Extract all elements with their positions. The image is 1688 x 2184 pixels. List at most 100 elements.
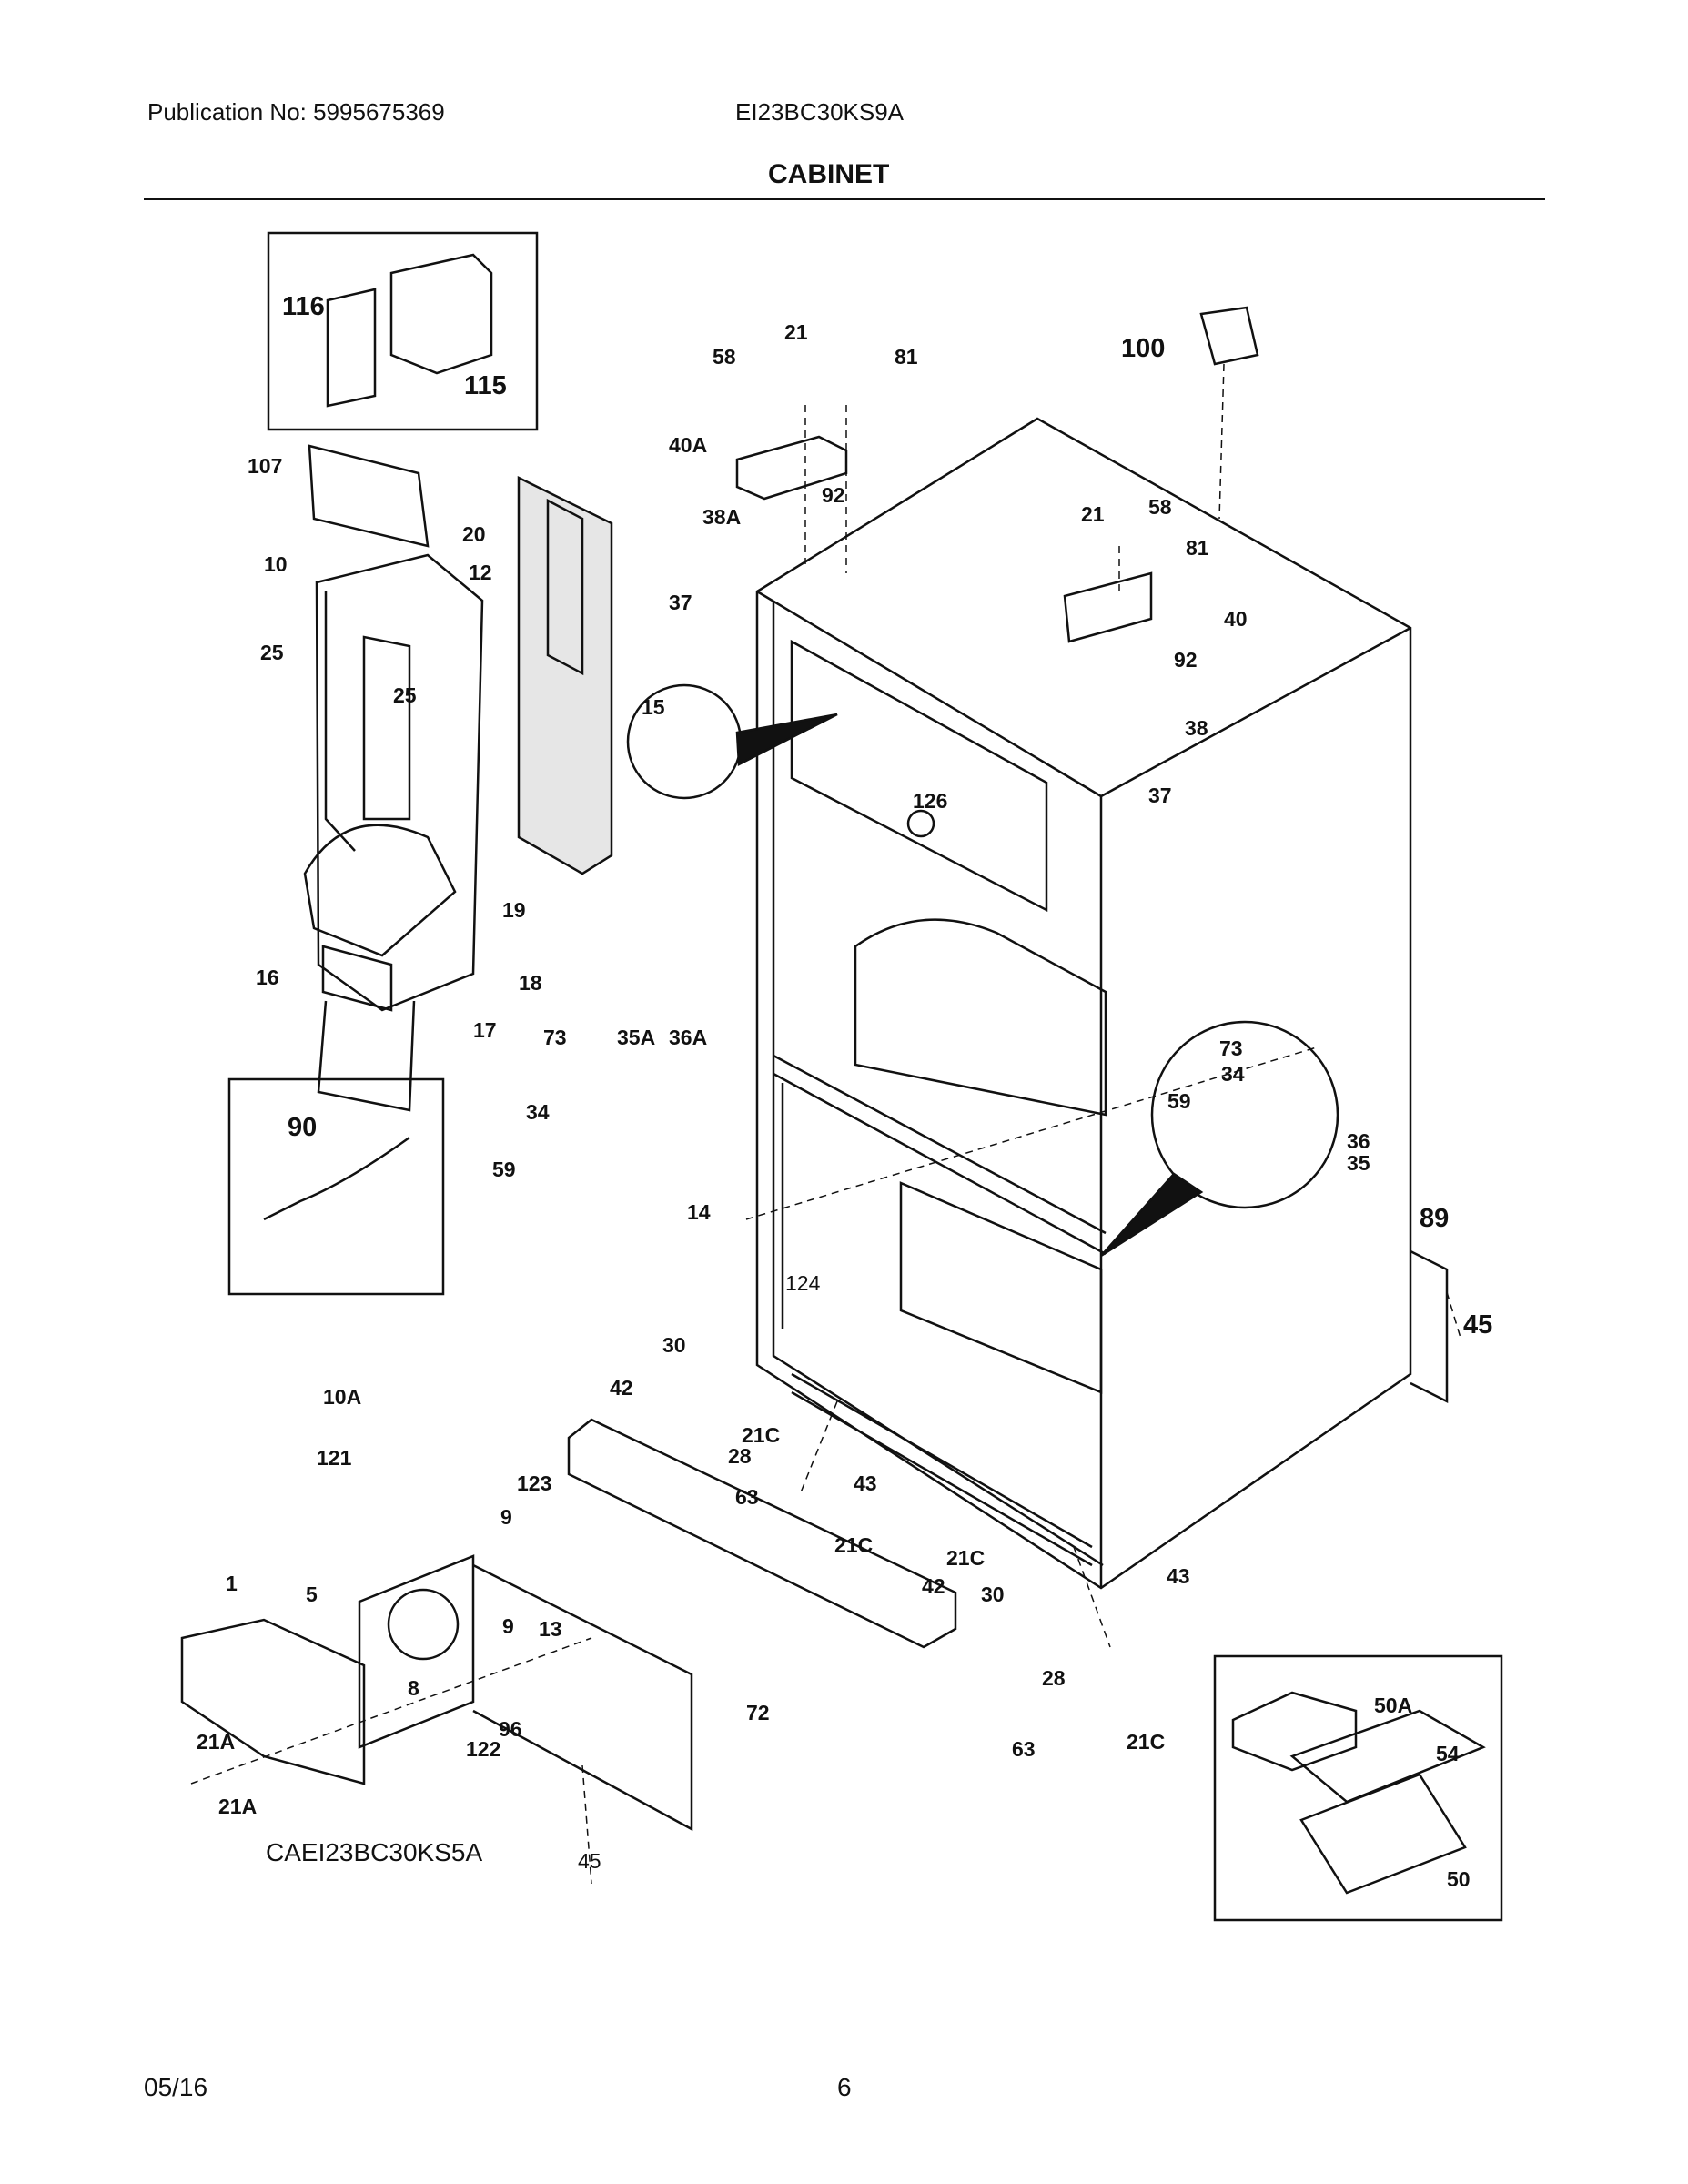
side-bracket xyxy=(1410,1249,1449,1404)
toe-grille xyxy=(567,1418,957,1649)
label-116: 116 xyxy=(282,292,325,321)
label-25-left: 25 xyxy=(260,641,284,664)
label-17: 17 xyxy=(473,1018,497,1042)
label-81-right: 81 xyxy=(1186,536,1209,560)
label-115: 115 xyxy=(464,371,507,400)
label-92-right: 92 xyxy=(1174,648,1198,672)
inset-box-ice-bucket xyxy=(267,231,539,431)
top-hinge-right xyxy=(1063,571,1153,643)
ice-maker-frame xyxy=(1289,1709,1486,1804)
fan-module xyxy=(180,1554,693,1832)
label-13: 13 xyxy=(539,1617,562,1641)
label-21A-top: 21A xyxy=(197,1730,235,1754)
label-21C-a: 21C xyxy=(742,1423,780,1447)
part-126 xyxy=(906,809,935,838)
label-58-top: 58 xyxy=(713,345,736,369)
panel-opening xyxy=(546,498,584,676)
label-50A: 50A xyxy=(1374,1694,1412,1717)
gasket-116 xyxy=(326,288,377,408)
label-50: 50 xyxy=(1447,1867,1471,1891)
harness-90 xyxy=(263,1136,410,1221)
publication-number: Publication No: 5995675369 xyxy=(147,98,445,126)
label-72: 72 xyxy=(746,1701,770,1724)
label-21A-bottom: 21A xyxy=(218,1795,257,1818)
footer-date: 05/16 xyxy=(144,2073,208,2101)
diagram-code: CAEI23BC30KS5A xyxy=(266,1838,483,1866)
label-35: 35 xyxy=(1347,1151,1370,1175)
air-tower-assembly xyxy=(303,444,484,1112)
assembly-lines xyxy=(190,363,1461,1885)
label-30-right: 30 xyxy=(981,1582,1005,1606)
label-12: 12 xyxy=(469,561,492,584)
label-43-left: 43 xyxy=(854,1471,877,1495)
label-40A: 40A xyxy=(669,433,707,457)
detail-circle-hinge xyxy=(1150,1020,1339,1209)
label-34-right: 34 xyxy=(1221,1062,1245,1086)
model-number: EI23BC30KS9A xyxy=(735,98,905,126)
label-35A: 35A xyxy=(617,1026,655,1049)
label-63-left: 63 xyxy=(735,1485,759,1509)
inset-box-ice-maker xyxy=(1213,1654,1503,1922)
label-122: 122 xyxy=(466,1737,500,1761)
ice-maker-base xyxy=(1299,1773,1467,1895)
label-121: 121 xyxy=(317,1446,352,1470)
label-73-left: 73 xyxy=(543,1026,567,1049)
label-81-top: 81 xyxy=(895,345,918,369)
label-9-bottom: 9 xyxy=(502,1614,514,1638)
label-96: 96 xyxy=(499,1717,522,1741)
label-14: 14 xyxy=(687,1200,711,1224)
label-10: 10 xyxy=(264,552,288,576)
label-73-right: 73 xyxy=(1219,1036,1243,1060)
detail-pointer-lower xyxy=(1100,1172,1204,1258)
label-15: 15 xyxy=(642,695,665,719)
label-42-left: 42 xyxy=(610,1376,633,1400)
label-92-top: 92 xyxy=(822,483,845,507)
label-8: 8 xyxy=(408,1676,419,1700)
footer-page-number: 6 xyxy=(837,2073,852,2101)
label-30-left: 30 xyxy=(662,1333,686,1357)
label-59-left: 59 xyxy=(492,1158,516,1181)
label-90: 90 xyxy=(288,1113,317,1142)
section-title: CABINET xyxy=(768,159,890,189)
label-40: 40 xyxy=(1224,607,1248,631)
label-123: 123 xyxy=(517,1471,551,1495)
label-54: 54 xyxy=(1436,1742,1460,1765)
label-38A: 38A xyxy=(702,505,741,529)
label-100: 100 xyxy=(1121,334,1165,363)
label-107: 107 xyxy=(248,454,282,478)
label-126: 126 xyxy=(913,789,947,813)
label-58-right: 58 xyxy=(1148,495,1172,519)
label-37-right: 37 xyxy=(1148,784,1172,807)
header-rule xyxy=(144,198,1545,200)
label-21C-d: 21C xyxy=(1127,1730,1165,1754)
label-9-top: 9 xyxy=(500,1505,512,1529)
ice-maker-tray xyxy=(1231,1691,1358,1772)
label-20: 20 xyxy=(462,522,486,546)
label-21C-b: 21C xyxy=(834,1533,873,1557)
label-36A: 36A xyxy=(669,1026,707,1049)
label-21-right: 21 xyxy=(1081,502,1105,526)
inset-box-harness xyxy=(227,1077,445,1296)
label-28-right: 28 xyxy=(1042,1666,1066,1690)
label-28-left: 28 xyxy=(728,1444,752,1468)
label-21-top: 21 xyxy=(784,320,808,344)
label-1: 1 xyxy=(226,1572,238,1595)
label-21C-c: 21C xyxy=(946,1546,985,1570)
label-38: 38 xyxy=(1185,716,1208,740)
label-59-right: 59 xyxy=(1167,1089,1191,1113)
label-18: 18 xyxy=(519,971,542,995)
detail-pointer-upper xyxy=(735,713,838,766)
label-25-right: 25 xyxy=(393,683,417,707)
label-5: 5 xyxy=(306,1582,318,1606)
label-37-left: 37 xyxy=(669,591,692,614)
label-34-left: 34 xyxy=(526,1100,550,1124)
auger-motor-115 xyxy=(389,253,493,375)
label-36: 36 xyxy=(1347,1129,1370,1153)
label-45-right: 45 xyxy=(1463,1310,1492,1340)
label-45-bottom: 45 xyxy=(578,1849,601,1873)
label-10A: 10A xyxy=(323,1385,361,1409)
label-42-right: 42 xyxy=(922,1574,945,1598)
label-43-right: 43 xyxy=(1167,1564,1190,1588)
insulation-panel xyxy=(517,475,613,875)
